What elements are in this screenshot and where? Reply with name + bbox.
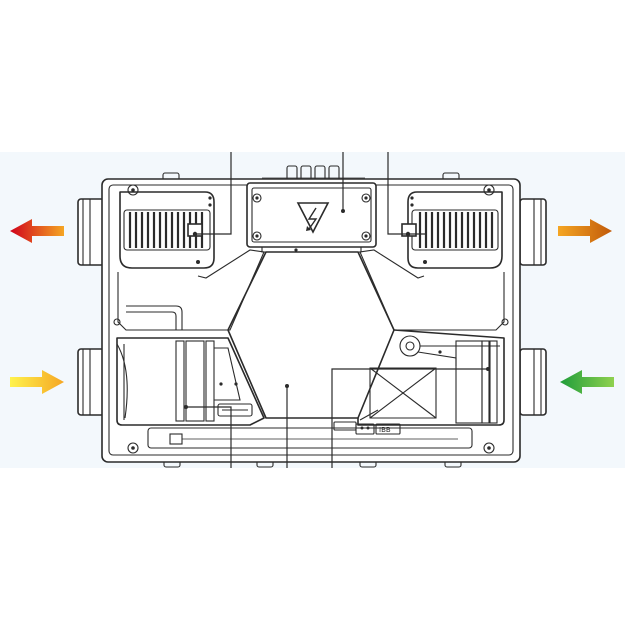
spigot-right-bottom [519, 348, 547, 416]
spigot-left-top [77, 198, 105, 266]
lower-left-chamber [116, 337, 265, 426]
arrow-extract-in [560, 370, 614, 394]
leader-lines-bottom [186, 368, 488, 468]
spigot-right-top [519, 198, 547, 266]
leader-lines-top [195, 152, 425, 235]
arrow-supply-out [558, 219, 612, 243]
high-voltage-warning-icon [296, 202, 330, 234]
top-connectors [162, 165, 460, 181]
arrow-exhaust-out [10, 219, 64, 243]
fan-left [119, 191, 215, 269]
fan-right [401, 191, 503, 269]
drain-tray: IBB [147, 421, 473, 449]
spigot-left-bottom [77, 348, 105, 416]
arrow-fresh-in [10, 370, 64, 394]
component-text: IBB [379, 426, 391, 434]
lower-right-chamber [357, 329, 505, 426]
corner-screws [113, 184, 509, 454]
